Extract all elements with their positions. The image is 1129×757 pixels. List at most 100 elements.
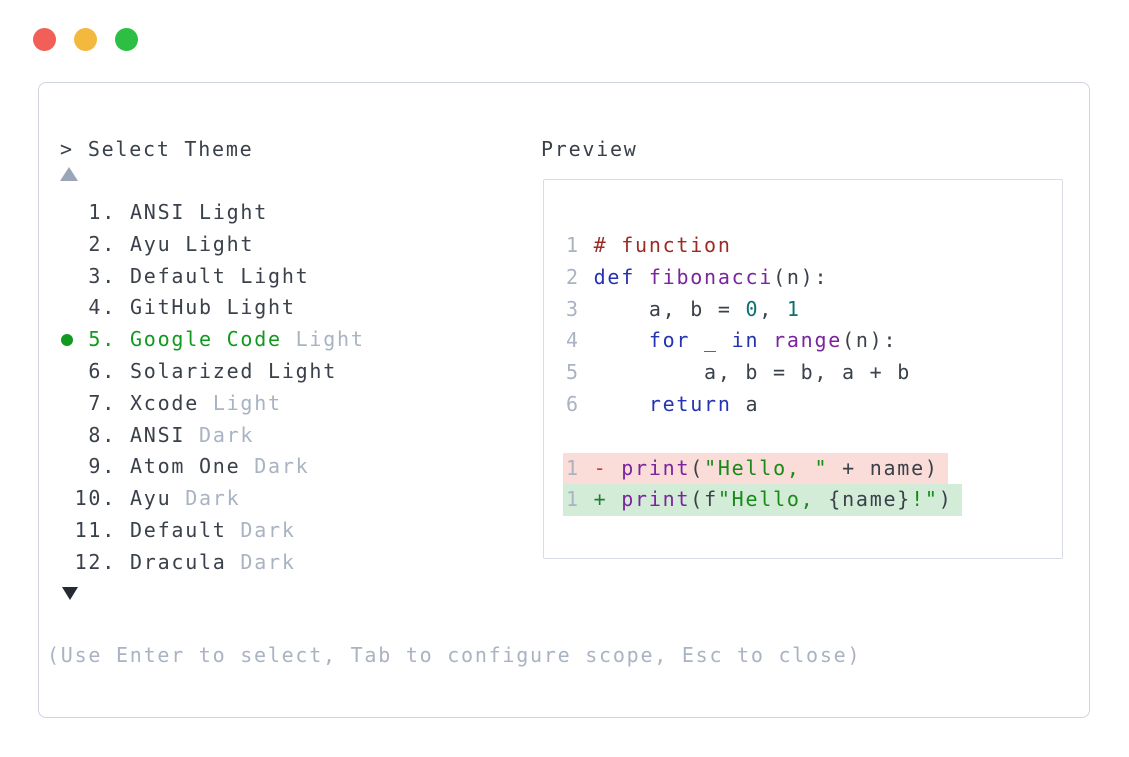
option-variant: Dark [185, 422, 255, 447]
token-pl [759, 328, 773, 352]
selected-bullet-icon [61, 334, 73, 347]
option-gutter [60, 229, 74, 261]
token-fn: print [621, 487, 691, 512]
zoom-button[interactable] [115, 28, 138, 51]
close-button[interactable] [33, 28, 56, 51]
option-variant: Dark [226, 517, 296, 542]
option-gutter [60, 515, 74, 547]
token-kw: def [593, 264, 636, 289]
token-cm: # function [593, 233, 732, 257]
option-gutter [60, 388, 74, 420]
code-line: 4 for _ in range(n): [566, 325, 962, 357]
diff-line-added: 1 + print(f"Hello, {name}!") [563, 484, 962, 517]
diff-line-removed: 1 - print("Hello, " + name) [563, 452, 962, 485]
option-gutter [60, 547, 74, 579]
option-name: ANSI [130, 422, 186, 447]
theme-option[interactable]: 5.Google Code Light [60, 324, 365, 356]
code-line: 1 # function [566, 230, 962, 262]
theme-option[interactable]: 7. Xcode Light [60, 388, 365, 420]
option-gutter [60, 356, 74, 388]
window-controls [33, 28, 138, 51]
option-gutter [60, 324, 74, 356]
token-pl: (f [690, 487, 718, 512]
code-line: 6 return a [566, 389, 962, 421]
code-line: 3 a, b = 0, 1 [566, 294, 962, 326]
option-number: 11. [74, 517, 116, 542]
option-variant: Light [281, 327, 365, 352]
scroll-down-icon[interactable] [62, 587, 78, 600]
option-name: Xcode [130, 390, 200, 415]
theme-option[interactable]: 1.ANSI Light [60, 197, 365, 229]
token-del: - [593, 455, 608, 480]
theme-option[interactable]: 4.GitHub Light [60, 292, 365, 324]
option-gutter [60, 197, 74, 229]
option-number: 4. [88, 295, 116, 320]
theme-option[interactable]: 10.Ayu Dark [60, 483, 365, 515]
token-ln: 1 [566, 233, 580, 257]
option-gutter [60, 420, 74, 452]
token-num: 1 [786, 296, 801, 321]
token-pl: ( [690, 455, 705, 480]
token-pl [580, 328, 649, 352]
option-variant: Light [254, 358, 338, 383]
option-name: Google Code [130, 327, 282, 352]
option-name: Ayu [130, 231, 172, 256]
picker-header: > Select Theme [60, 133, 253, 165]
option-number: 1. [88, 200, 116, 224]
prompt-caret: > [60, 137, 74, 161]
theme-option[interactable]: 3.Default Light [60, 261, 365, 293]
code-line: 2 def fibonacci(n): [566, 262, 962, 294]
theme-option[interactable]: 6.Solarized Light [60, 356, 365, 388]
option-variant: Light [199, 390, 282, 415]
scroll-up-icon[interactable] [60, 167, 78, 181]
preview-label: Preview [541, 137, 638, 161]
theme-option[interactable]: 12.Dracula Dark [60, 547, 365, 579]
option-gutter [60, 261, 74, 293]
token-pl: a, b = [579, 296, 746, 321]
token-ln: 1 [566, 487, 580, 512]
option-variant: Light [171, 231, 255, 256]
token-pl [580, 392, 649, 416]
token-fn: print [621, 455, 691, 480]
option-variant: Light [185, 200, 269, 224]
picker-title: Select Theme [87, 137, 254, 161]
theme-option[interactable]: 8.ANSI Dark [60, 420, 365, 452]
token-num: 0 [745, 296, 760, 321]
token-str: "Hello, " [704, 455, 829, 480]
option-number: 6. [88, 358, 116, 383]
option-name: Default [130, 263, 227, 288]
minimize-button[interactable] [74, 28, 97, 51]
token-ln: 1 [566, 455, 580, 480]
token-pl: + name) [828, 455, 939, 480]
option-gutter [60, 451, 74, 483]
token-pl [635, 265, 649, 289]
option-number: 9. [88, 454, 116, 479]
token-pl: _ [690, 328, 732, 353]
diff-highlight: 1 + print(f"Hello, {name}!") [563, 484, 962, 517]
theme-option[interactable]: 11.Default Dark [60, 515, 365, 547]
option-name: Atom One [130, 454, 241, 479]
option-number: 3. [88, 263, 116, 288]
option-name: Ayu [130, 486, 172, 511]
option-number: 7. [88, 390, 116, 415]
option-number: 10. [74, 486, 116, 511]
token-str: "Hello, [717, 487, 829, 512]
option-number: 2. [88, 231, 116, 256]
token-pl [580, 456, 594, 480]
option-name: Dracula [130, 549, 227, 574]
option-gutter [60, 292, 74, 324]
footer-hint: (Use Enter to select, Tab to configure s… [47, 643, 862, 667]
token-ln: 2 [566, 264, 580, 289]
token-kw: return [648, 391, 732, 416]
token-kw: for [648, 328, 691, 353]
option-variant: Dark [240, 454, 310, 479]
token-pl: a, b = b, a + b [579, 360, 912, 385]
theme-option[interactable]: 9. Atom One Dark [60, 451, 365, 483]
token-ln: 5 [566, 360, 580, 385]
option-variant: Dark [226, 549, 296, 574]
token-ln: 4 [566, 328, 580, 353]
token-kw: in [731, 328, 760, 353]
theme-option[interactable]: 2. Ayu Light [60, 229, 365, 261]
